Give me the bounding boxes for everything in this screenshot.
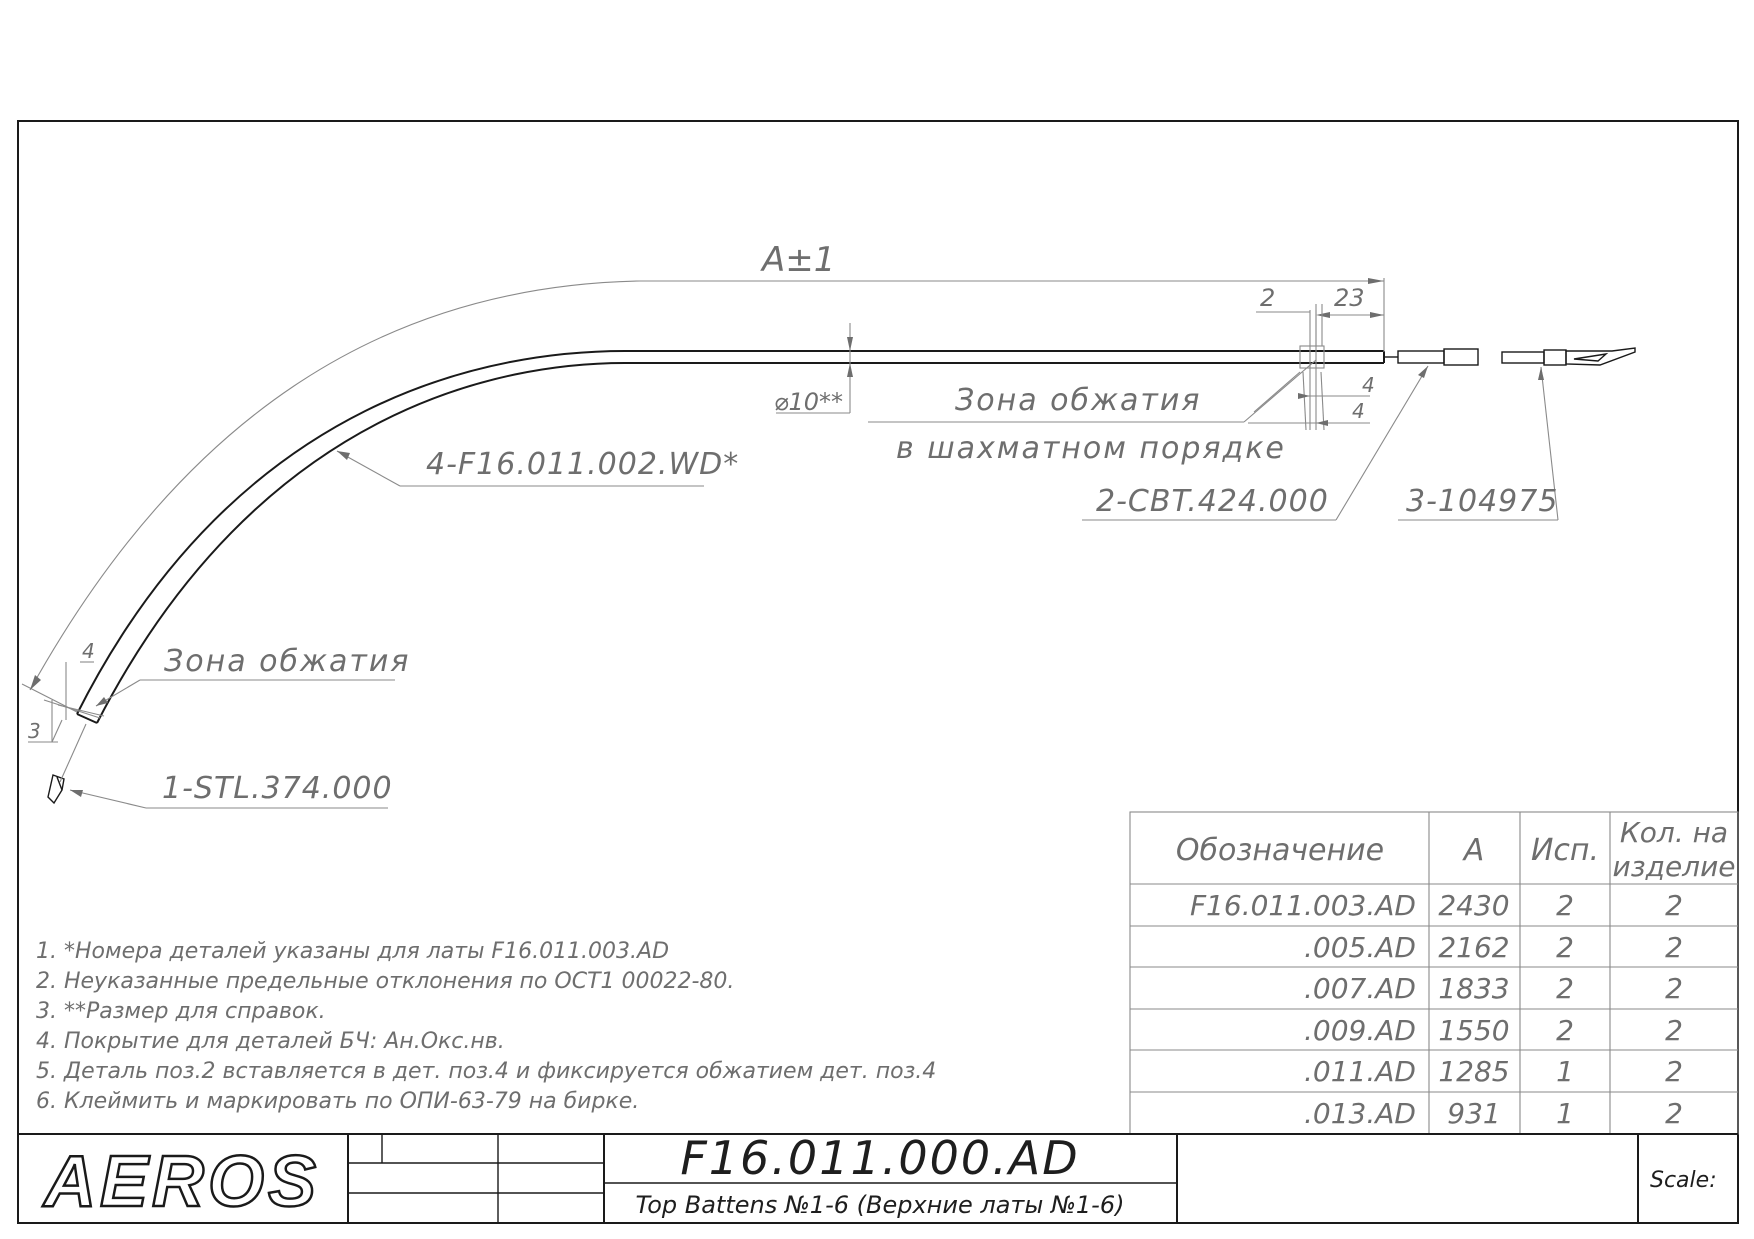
table-row-1-a: 2430: [1438, 889, 1509, 922]
table-row-3-qty: 2: [1665, 972, 1683, 1005]
table-row-6-designation: .013.AD: [1304, 1097, 1416, 1130]
dimension-length-label: A±1: [760, 240, 835, 280]
table-row-2-a: 2162: [1438, 931, 1509, 964]
end-fitting-part: [1501, 347, 1636, 366]
note-6: 6. Клеймить и маркировать по ОПИ-63-79 н…: [36, 1089, 639, 1114]
title-block: AEROS F16.011.000.AD Top Battens №1-6 (В…: [18, 1131, 1738, 1223]
table-header-qty-2: изделие: [1613, 850, 1736, 883]
table-header-designation: Обозначение: [1176, 833, 1384, 868]
drawing-number: F16.011.000.AD: [680, 1131, 1079, 1185]
table-row-4-version: 2: [1556, 1014, 1574, 1047]
insert-part: [1384, 348, 1479, 366]
crimp-zone-label: Зона обжатия: [955, 383, 1201, 418]
table-row-4-qty: 2: [1665, 1014, 1683, 1047]
table-row-2-version: 2: [1556, 931, 1574, 964]
note-4: 4. Покрытие для деталей БЧ: Ан.Окс.нв.: [36, 1029, 505, 1054]
table-row-1-version: 2: [1556, 889, 1574, 922]
callout-end-fitting: 3-104975: [1406, 484, 1558, 519]
drawing-title: Top Battens №1-6 (Верхние латы №1-6): [636, 1191, 1125, 1219]
dimension-23-label: 23: [1334, 284, 1365, 312]
table-row-3-designation: .007.AD: [1304, 972, 1416, 1005]
table-row-5-a: 1285: [1438, 1055, 1509, 1088]
table-row-3-version: 2: [1556, 972, 1574, 1005]
table-row-6-version: 1: [1556, 1097, 1574, 1130]
spec-table: Обозначение A Исп. Кол. на изделие F16.0…: [1129, 811, 1739, 1135]
crimp-zone-staggered-label: в шахматном порядке: [896, 431, 1286, 466]
table-row-1-qty: 2: [1665, 889, 1683, 922]
table-row-6-qty: 2: [1665, 1097, 1683, 1130]
general-notes: 1. *Номера деталей указаны для латы F16.…: [36, 939, 936, 1114]
batten-tube: [76, 350, 1385, 724]
drawing-frame: [17, 120, 1739, 1224]
table-row-5-version: 1: [1556, 1055, 1574, 1088]
crimp-zone-end-label: Зона обжатия: [164, 644, 410, 679]
table-header-a: A: [1462, 833, 1485, 868]
table-row-3-a: 1833: [1438, 972, 1509, 1005]
dimension-lines: [21, 278, 1385, 743]
table-row-2-qty: 2: [1665, 931, 1683, 964]
callout-tube: 4-F16.011.002.WD*: [426, 447, 739, 482]
dimension-4c-label: 4: [82, 639, 95, 663]
table-header-version: Исп.: [1531, 833, 1599, 868]
note-3: 3. **Размер для справок.: [36, 999, 326, 1024]
dimension-4b-label: 4: [1352, 399, 1365, 423]
leader-lines: [59, 359, 1559, 809]
dimension-2-label: 2: [1260, 284, 1275, 312]
dimension-3-label: 3: [28, 719, 41, 743]
callout-insert: 2-CBT.424.000: [1096, 484, 1329, 519]
table-row-1-designation: F16.011.003.AD: [1190, 889, 1416, 922]
dimension-diameter-label: ⌀10**: [774, 388, 843, 416]
table-row-5-qty: 2: [1665, 1055, 1683, 1088]
table-row-4-a: 1550: [1438, 1014, 1509, 1047]
table-row-5-designation: .011.AD: [1304, 1055, 1416, 1088]
note-5: 5. Деталь поз.2 вставляется в дет. поз.4…: [36, 1059, 936, 1084]
dimension-4a-label: 4: [1362, 373, 1375, 397]
table-row-6-a: 931: [1447, 1097, 1500, 1130]
note-1: 1. *Номера деталей указаны для латы F16.…: [36, 939, 669, 964]
scale-label: Scale:: [1650, 1168, 1717, 1193]
table-row-4-designation: .009.AD: [1304, 1014, 1416, 1047]
aeros-logo: AEROS: [42, 1142, 320, 1222]
table-row-2-designation: .005.AD: [1304, 931, 1416, 964]
note-2: 2. Неуказанные предельные отклонения по …: [36, 969, 734, 994]
callout-tip: 1-STL.374.000: [162, 771, 393, 806]
table-header-qty-1: Кол. на: [1620, 816, 1728, 849]
